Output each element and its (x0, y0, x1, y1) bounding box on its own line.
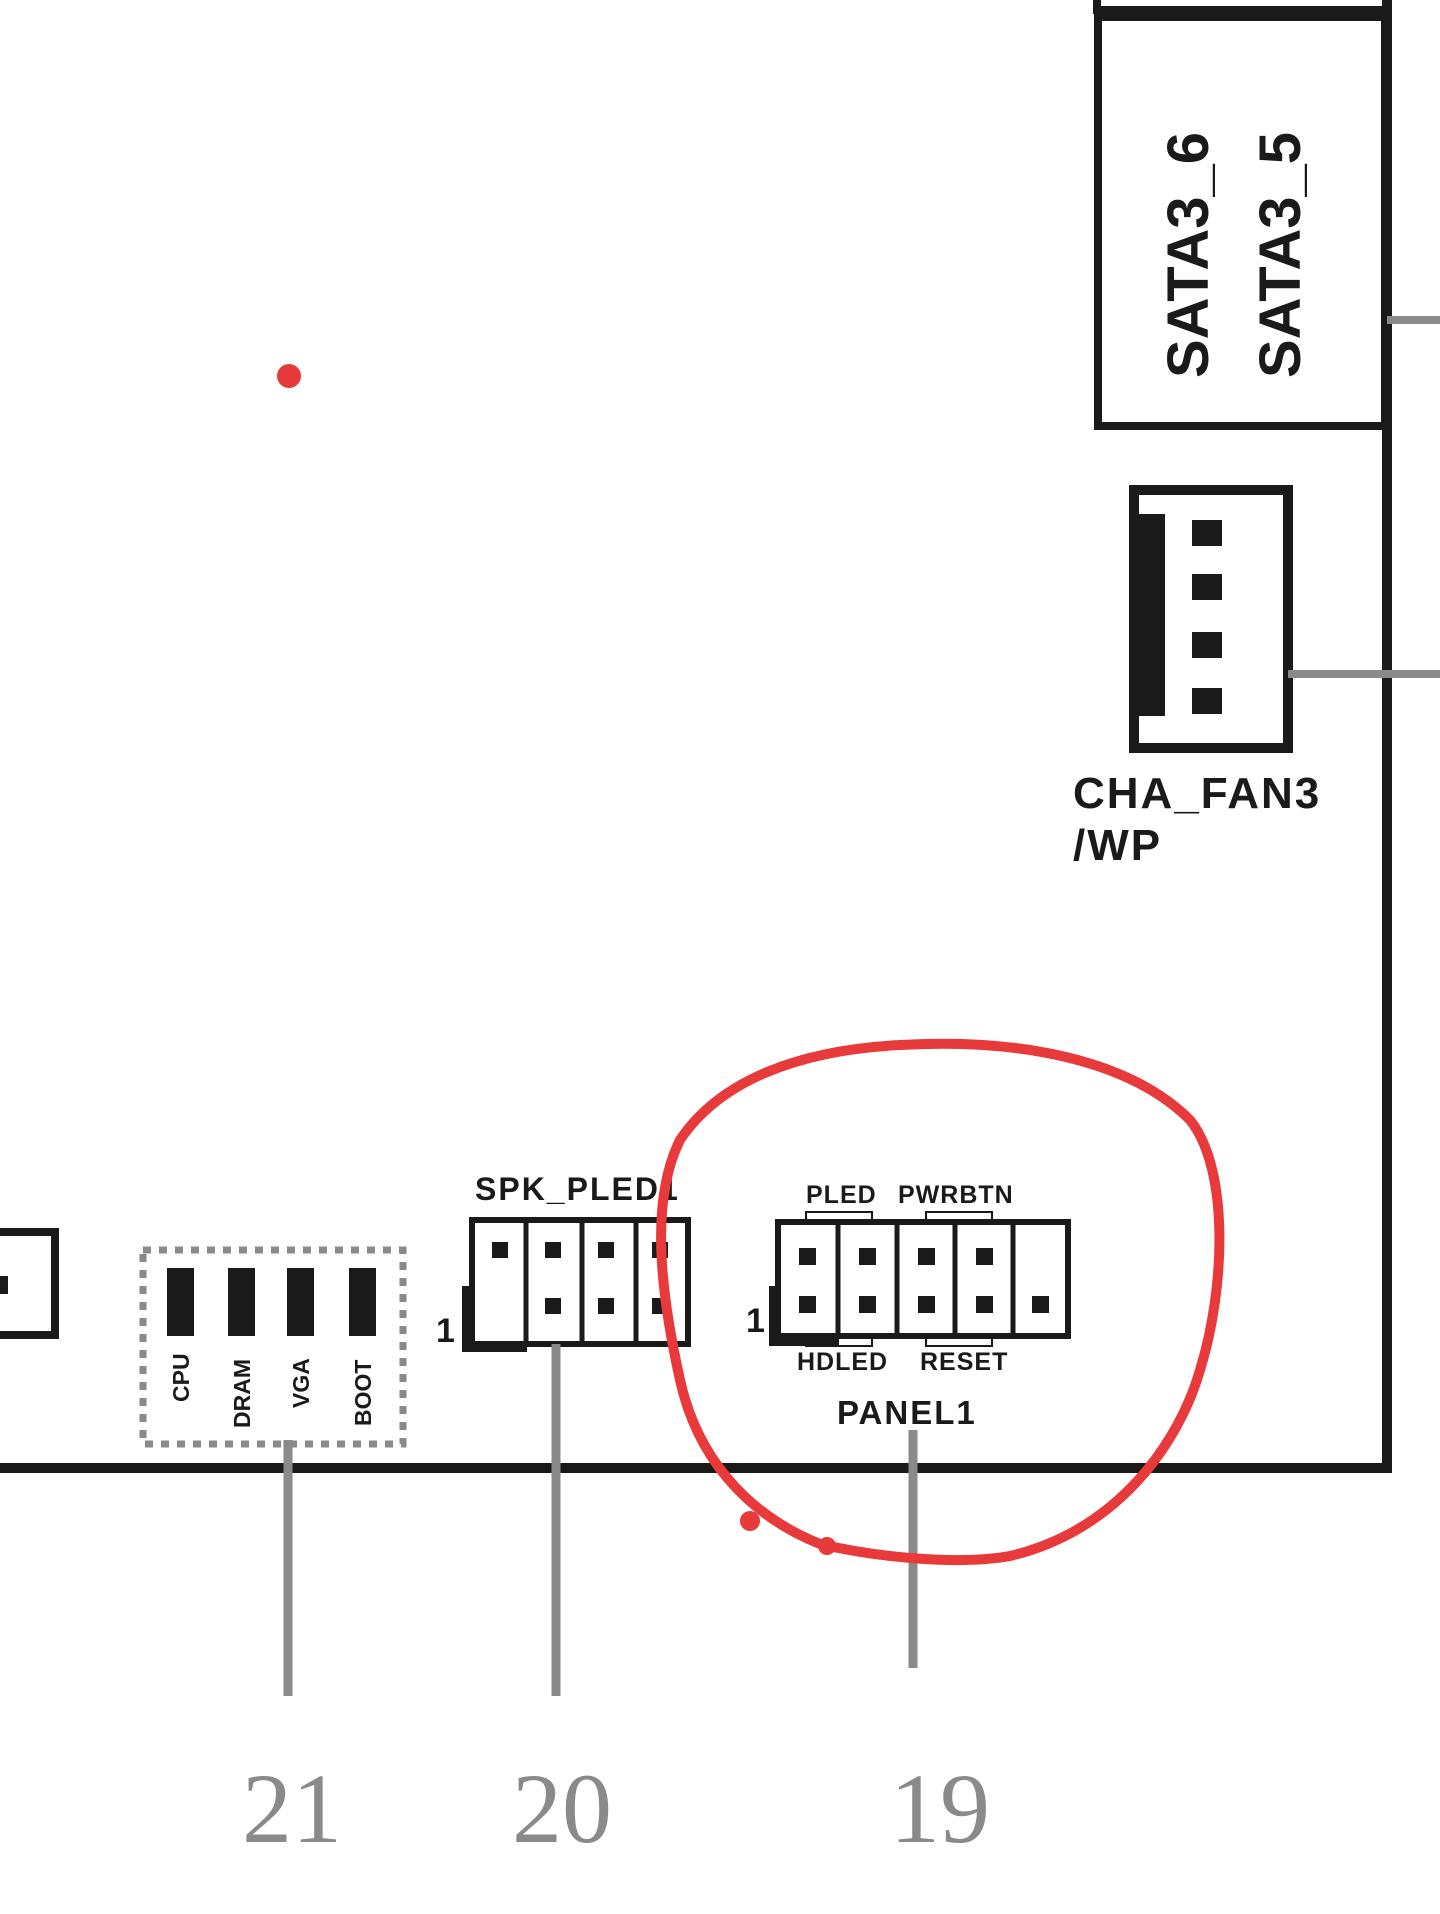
cpu-led (167, 1268, 194, 1336)
red-dot-annotation (277, 364, 301, 388)
red-circle-annotation (656, 1038, 1225, 1566)
boot-label: BOOT (350, 1360, 376, 1426)
spk-pled1-label: SPK_PLED1 (475, 1171, 680, 1207)
sata3-5-label: SATA3_5 (1248, 132, 1313, 378)
partial-left-connector (0, 1228, 59, 1339)
boot-led (349, 1268, 376, 1336)
red-stroke-start (740, 1511, 760, 1531)
cpu-label: CPU (168, 1353, 194, 1402)
cha-fan3-connector: CHA_FAN3 /WP (1073, 485, 1440, 870)
dram-led (228, 1268, 255, 1336)
cha-fan3-label: CHA_FAN3 (1073, 769, 1321, 818)
pled-pin-label: PLED (806, 1181, 877, 1209)
red-stroke-end (818, 1537, 836, 1555)
hdled-pin-label: HDLED (797, 1348, 888, 1376)
callout-20: 20 (512, 1753, 612, 1864)
reset-pin-label: RESET (920, 1348, 1008, 1376)
spk-pled1-header: SPK_PLED1 1 (436, 1171, 691, 1352)
qled-block: CPU DRAM VGA BOOT (139, 1246, 407, 1448)
sata-connector: SATA3_6 SATA3_5 (1093, 0, 1440, 430)
callout-21: 21 (242, 1753, 342, 1864)
pwrbtn-pin-label: PWRBTN (898, 1181, 1014, 1209)
vga-led (287, 1268, 314, 1336)
wp-label: /WP (1073, 821, 1162, 870)
callout-19: 19 (890, 1753, 990, 1864)
leader-lines (283, 1344, 918, 1696)
dram-label: DRAM (229, 1359, 255, 1428)
vga-label: VGA (288, 1358, 314, 1408)
panel1-header: PLED PWRBTN HDLED RESET PANEL1 1 (746, 1181, 1071, 1431)
panel1-label: PANEL1 (837, 1394, 977, 1431)
panel-pin1-label: 1 (746, 1302, 765, 1340)
spk-pin1-label: 1 (436, 1312, 455, 1350)
sata3-6-label: SATA3_6 (1156, 132, 1221, 378)
